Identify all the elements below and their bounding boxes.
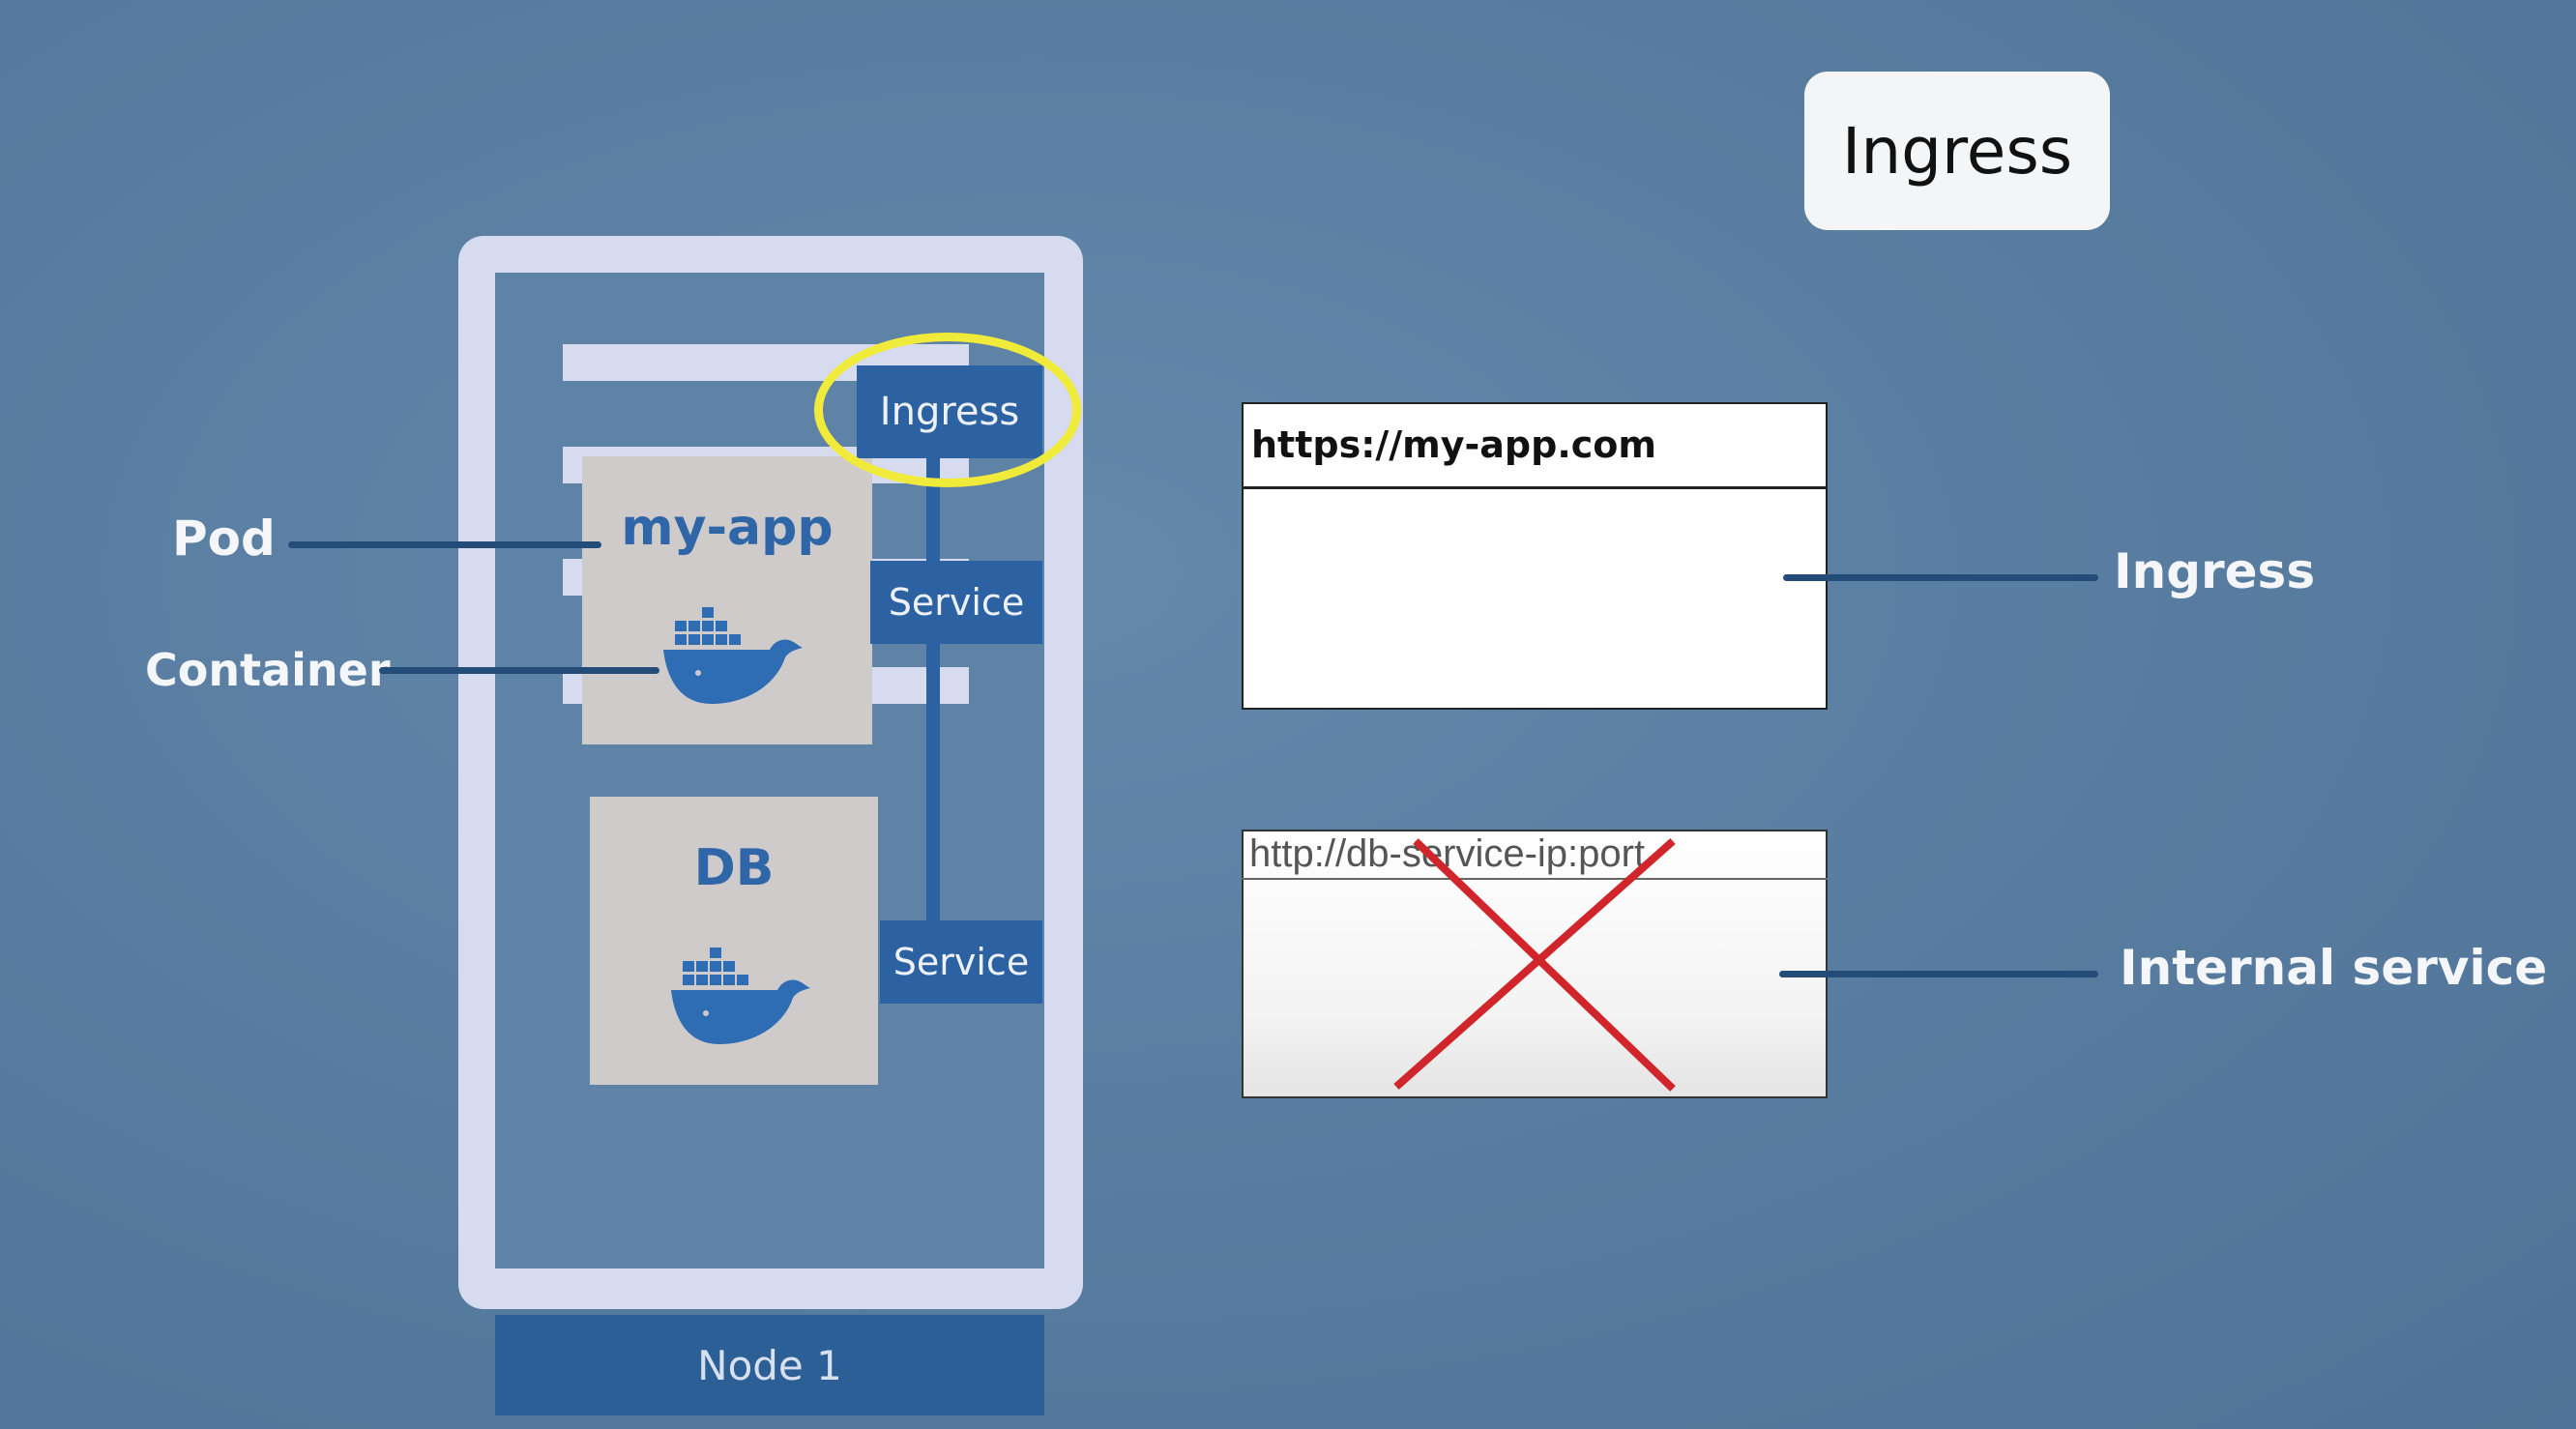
page-title: Ingress [1804, 72, 2110, 230]
container-pointer-line [379, 667, 659, 674]
internal-service-label: Internal service [2120, 940, 2548, 996]
pod-db: DB [590, 797, 878, 1085]
pod-title: my-app [621, 499, 834, 557]
docker-whale-icon [663, 607, 803, 704]
pod-label: Pod [172, 510, 276, 567]
node-label: Node 1 [495, 1315, 1044, 1415]
service-tag-app: Service [870, 561, 1042, 644]
ingress-pointer-line [1783, 574, 2098, 581]
docker-whale-icon [671, 948, 810, 1044]
ingress-highlight-ellipse [814, 333, 1081, 487]
service-tag-db: Service [880, 920, 1042, 1004]
container-label: Container [145, 644, 391, 696]
ingress-url-bar: https://my-app.com [1242, 402, 1828, 489]
internal-pointer-line [1779, 971, 2098, 977]
pod-title: DB [693, 839, 775, 897]
ingress-browser-window [1242, 402, 1828, 710]
cross-out-icon [1393, 838, 1676, 1092]
pod-my-app: my-app [582, 456, 872, 744]
pod-pointer-line [288, 541, 601, 548]
service-connector [926, 454, 940, 922]
ingress-label: Ingress [2114, 543, 2316, 599]
